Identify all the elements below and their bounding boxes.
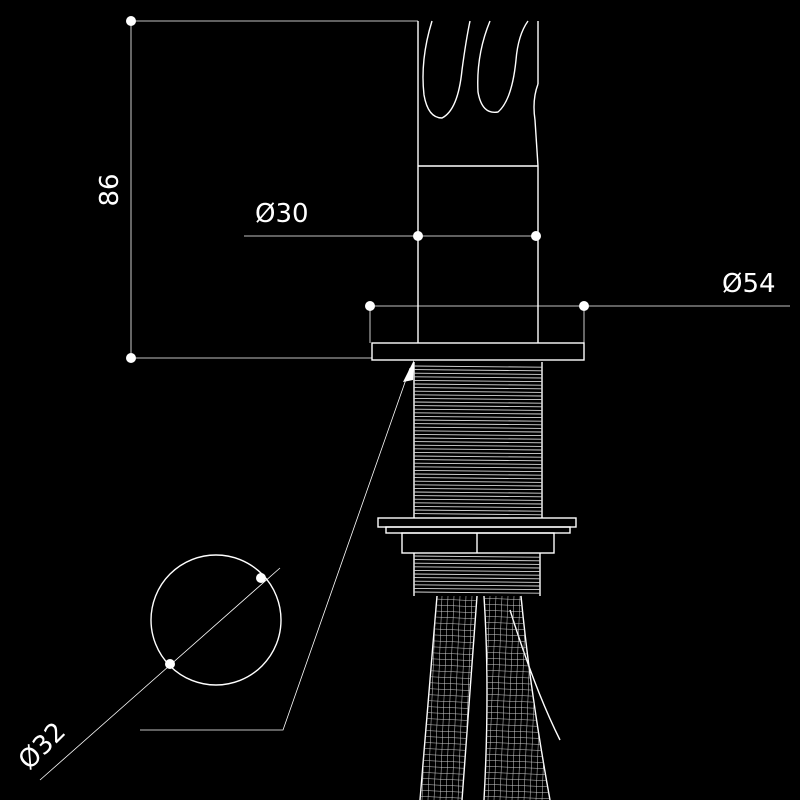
hole-diameter-label: Ø32 (13, 717, 72, 776)
lower-thread (413, 553, 541, 596)
lever-handle (417, 20, 539, 167)
height-dimension: 86 (95, 16, 418, 363)
leader-line (140, 360, 414, 731)
flex-hoses (419, 595, 561, 800)
flange (371, 342, 585, 361)
tap-body (417, 166, 539, 343)
hose-braid-right (484, 596, 550, 800)
washer (377, 517, 577, 534)
lock-nut (401, 532, 555, 554)
hose-braid-left (420, 596, 477, 800)
shank-threads (413, 365, 543, 516)
threaded-shank (413, 362, 543, 518)
flange-diameter-label: Ø54 (722, 269, 776, 299)
height-label: 86 (95, 173, 125, 206)
hole-diameter-detail: Ø32 (13, 554, 282, 781)
body-diameter-label: Ø30 (255, 199, 309, 229)
body-diameter-dimension: Ø30 (244, 199, 541, 241)
flange-diameter-dimension: Ø54 (365, 269, 790, 343)
lower-threads (413, 555, 541, 594)
